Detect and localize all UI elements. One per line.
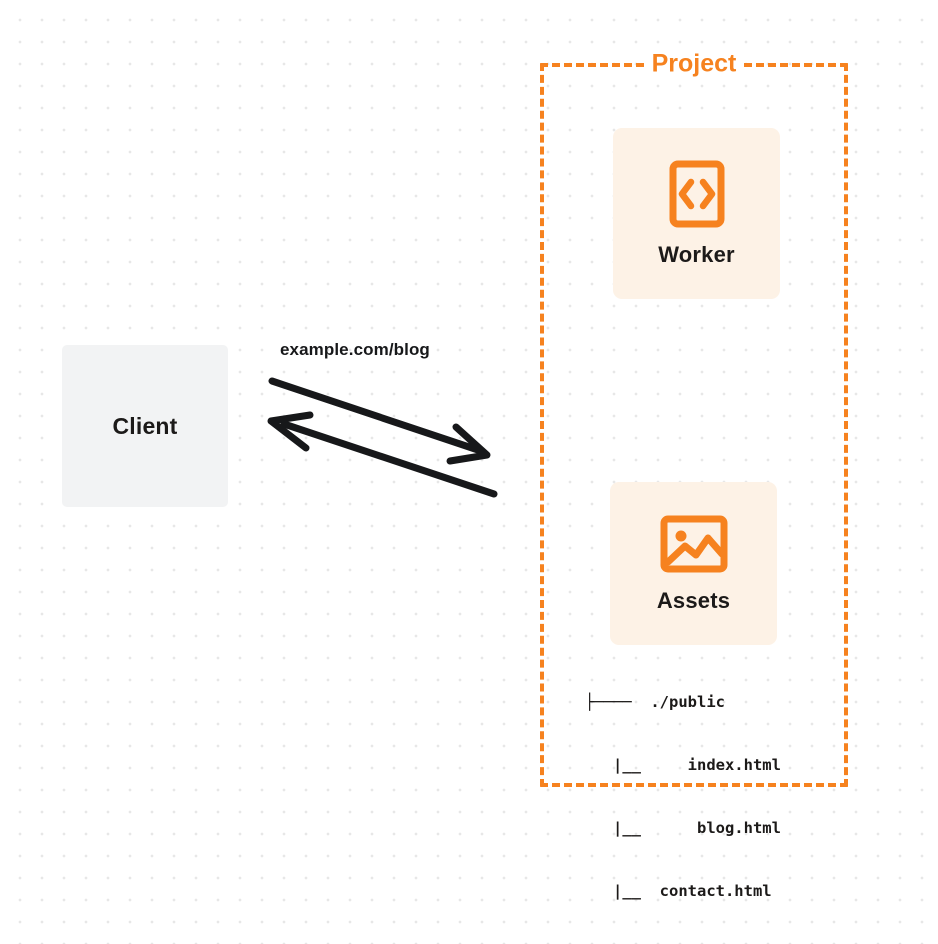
file-tree: ├──── ./public |__ index.html |__ blog.h… [585,650,781,944]
node-client-label: Client [112,412,178,439]
node-worker[interactable]: Worker [613,128,780,299]
project-title: Project [644,51,744,77]
file-tree-line: ├──── ./public [585,693,725,711]
arrow-response-to-client [267,411,498,498]
node-worker-label: Worker [658,241,735,267]
file-tree-line: |__ blog.html [585,819,781,837]
code-brackets-icon [669,160,725,228]
file-tree-line: |__ contact.html [585,882,772,900]
connector-label: example.com/blog [280,340,430,359]
node-assets[interactable]: Assets [610,482,777,645]
file-tree-line: |__ index.html [585,756,781,774]
arrow-request-to-project [268,377,491,465]
image-icon [660,514,728,574]
project-container: Project [540,51,848,787]
node-assets-label: Assets [656,587,731,613]
node-client[interactable]: Client [62,345,228,507]
diagram-canvas: Client example.com/blog Project Worker [62,51,848,900]
